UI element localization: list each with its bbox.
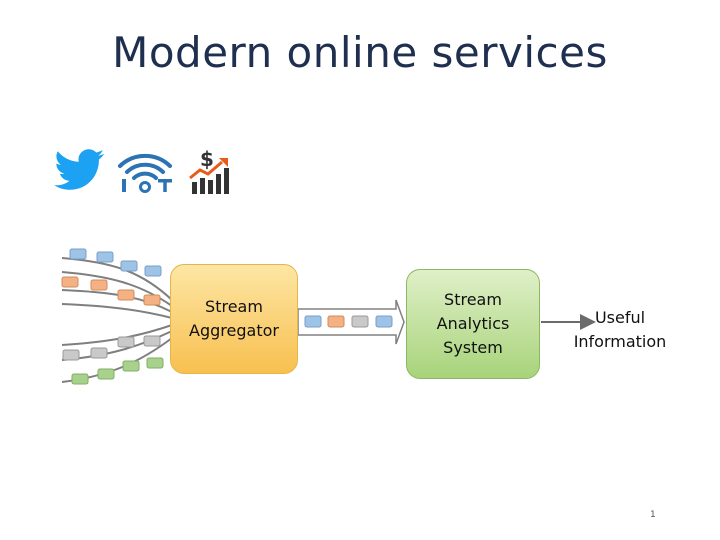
input-stream-line — [61, 303, 173, 319]
orange-packet — [143, 294, 161, 306]
orange-packet — [117, 289, 135, 301]
orange-packet — [90, 279, 108, 291]
blue-packet — [69, 248, 87, 260]
blue-packet — [375, 315, 393, 328]
stream-aggregator-box: Stream Aggregator — [170, 264, 298, 374]
orange-packet — [61, 276, 79, 288]
gray-packet — [62, 349, 80, 361]
iot-wifi-icon — [118, 153, 172, 193]
stream-aggregator-label: Stream Aggregator — [189, 297, 279, 340]
blue-packet — [96, 251, 114, 263]
gray-packet — [143, 335, 161, 347]
page-number: 1 — [650, 510, 656, 520]
gray-packet — [351, 315, 369, 328]
twitter-bird-icon — [54, 149, 104, 190]
stream-analytics-system-box: Stream Analytics System — [406, 269, 540, 379]
green-packet — [71, 373, 89, 385]
blue-packet — [120, 260, 138, 272]
aggregated-stream-arrow — [297, 299, 405, 345]
green-packet — [122, 360, 140, 372]
green-packet — [146, 357, 164, 369]
gray-packet — [90, 347, 108, 359]
blue-packet — [304, 315, 322, 328]
svg-text:$: $ — [200, 147, 214, 171]
gray-packet — [117, 336, 135, 348]
green-packet — [97, 368, 115, 380]
finance-chart-icon: $ — [189, 147, 229, 194]
orange-packet — [327, 315, 345, 328]
blue-packet — [144, 265, 162, 277]
input-stream-line — [61, 271, 173, 307]
useful-information-label: Useful Information — [573, 308, 667, 351]
slide-title: Modern online services — [112, 28, 608, 77]
stream-analytics-label: Stream Analytics System — [436, 290, 510, 357]
